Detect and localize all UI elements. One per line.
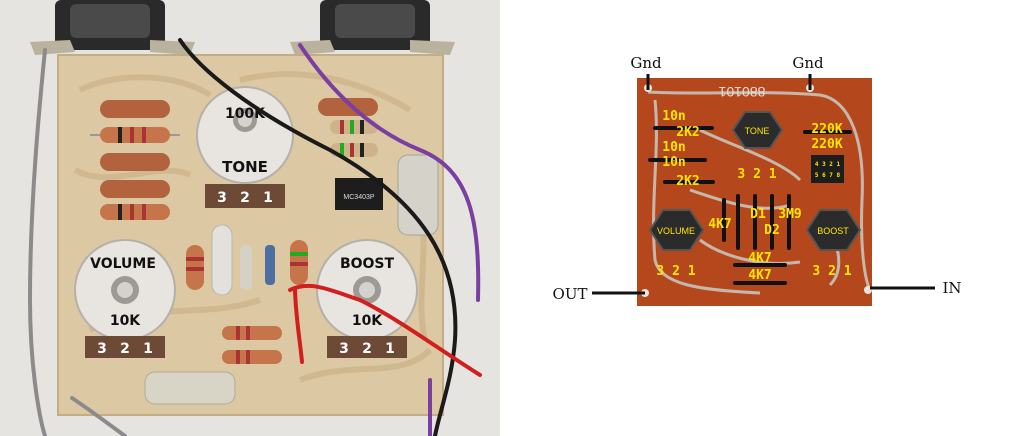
part-r4: 220K [811,137,842,152]
boost-pot: BOOST 10K 3 2 1 [316,239,418,358]
center-pins: 3 2 1 [737,167,776,182]
tone-pin-3: 3 [217,190,227,206]
boost-pin-2: 2 [362,341,372,357]
boost-label: BOOST [340,256,395,272]
layout-ic-pins-bottom: 5 6 7 8 [815,172,841,179]
gnd-label-left: Gnd [630,54,662,72]
part-r1: 2K2 [676,125,699,140]
left-pins: 3 2 1 [656,264,695,279]
part-r5: 4K7 [708,217,731,232]
part-d1: D1 [750,207,766,222]
middle-components [144,224,308,405]
part-r3: 220K [811,122,842,137]
pcb-layout-diagram: 880101 TONE VOLUME BOOST [553,54,962,306]
layout-ic-pins-top: 4 3 2 1 [815,161,841,168]
volume-value: 10K [110,313,141,329]
out-label: OUT [553,285,588,303]
part-d2: D2 [764,223,780,238]
tone-label: TONE [222,158,268,176]
volume-pin-2: 2 [120,341,130,357]
external-leads [592,74,935,295]
layout-volume-label: VOLUME [657,226,695,236]
ic-chip [335,178,383,210]
volume-pin-3: 3 [97,341,107,357]
ic-marking: MC3403P [343,194,374,201]
layout-tone-label: TONE [745,126,770,136]
part-c1: 10n [662,109,685,124]
tone-pin-2: 2 [240,190,250,206]
right-pins: 3 2 1 [812,264,851,279]
part-r2: 2K2 [676,174,699,189]
volume-label: VOLUME [90,256,156,272]
tone-pin-1: 1 [263,190,273,206]
layout-boost-label: BOOST [817,226,849,236]
volume-pin-1: 1 [143,341,153,357]
boost-pin-1: 1 [385,341,395,357]
boost-pin-3: 3 [339,341,349,357]
photo-wires [27,38,482,436]
part-r8: 4K7 [748,268,771,283]
component-bars [648,126,852,285]
film-capacitor [397,154,439,236]
volume-pot: VOLUME 10K 3 2 1 [74,239,176,358]
part-c3: 10n [662,155,685,170]
part-r7: 4K7 [748,251,771,266]
layout-ic [811,155,844,183]
circuit-photo: MC3403P 100K TONE 3 [0,0,500,436]
in-label: IN [942,279,961,297]
board-id: 880101 [718,84,765,100]
layout-volume-pot: VOLUME [648,209,705,251]
layout-boost-pot: BOOST [805,209,862,251]
tone-pot: 100K TONE 3 2 1 [196,86,294,208]
gnd-label-right: Gnd [792,54,824,72]
left-components [90,100,180,220]
right-components: MC3403P [318,98,439,236]
boost-value: 10K [352,313,383,329]
layout-tone-pot: TONE [731,111,784,149]
part-r6: 3M9 [778,207,801,222]
part-c2: 10n [662,140,685,155]
